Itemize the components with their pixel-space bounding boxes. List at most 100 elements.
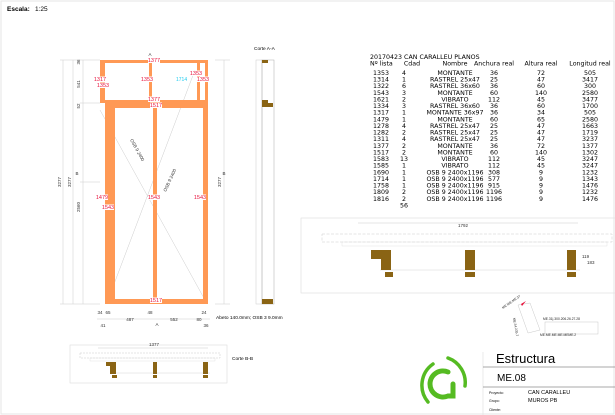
table-cell: 1196 bbox=[486, 189, 502, 196]
title-code: ME.08 bbox=[497, 373, 526, 384]
section-b-b: 1377 Corte B-B bbox=[69, 342, 253, 384]
table-cell: 1714 bbox=[373, 176, 389, 183]
table-cell: OSB 9 2400x1196 bbox=[426, 169, 483, 176]
table-cell: RASTREL 36x60 bbox=[430, 83, 480, 90]
table-cell: MONTANTE bbox=[437, 90, 472, 97]
table-cell: RASTREL 25x47 bbox=[430, 123, 480, 130]
column-header: Nº lista bbox=[370, 61, 393, 68]
label-background bbox=[148, 194, 160, 200]
left-dimension: 52 bbox=[76, 103, 81, 109]
table-cell: 36 bbox=[490, 83, 498, 90]
table-cell: 4 bbox=[402, 123, 406, 130]
title-category: Estructura bbox=[496, 351, 556, 366]
parts-list-title: 20170423 CAN CARALLEU PLANOS bbox=[370, 54, 480, 61]
table-cell: 25 bbox=[490, 136, 498, 143]
table-cell: 112 bbox=[488, 96, 500, 103]
label-background bbox=[197, 76, 209, 82]
bottom-dimension: 552 bbox=[170, 317, 178, 322]
table-cell: 9 bbox=[539, 183, 543, 190]
table-cell: 72 bbox=[537, 70, 545, 77]
table-cell: 47 bbox=[537, 77, 545, 84]
table-cell: 577 bbox=[488, 176, 500, 183]
label-background bbox=[194, 194, 206, 200]
bottom-dimension: 34 bbox=[97, 310, 103, 315]
table-cell: 2 bbox=[402, 196, 406, 203]
table-cell: 60 bbox=[490, 149, 498, 156]
plan-section: 1792 119 183 bbox=[300, 217, 615, 294]
table-cell: 505 bbox=[584, 110, 596, 117]
key-plan-label: ME.34.235.7 bbox=[512, 317, 519, 336]
table-cell: 47 bbox=[537, 123, 545, 130]
table-cell: 1700 bbox=[582, 103, 598, 110]
table-cell: RASTREL 25x47 bbox=[430, 77, 480, 84]
group-value: MUROS PB bbox=[528, 398, 558, 404]
table-cell: VIBRATO bbox=[441, 156, 468, 163]
table-cell: 1816 bbox=[373, 196, 389, 203]
table-cell: 34 bbox=[537, 110, 545, 117]
table-cell: MONTANTE 36x97 bbox=[426, 110, 483, 117]
title-block: Estructura ME.08 Proyecto: CAN CARALLEU … bbox=[482, 351, 615, 415]
piece-label-cyan: 1714 bbox=[176, 77, 187, 83]
table-cell: 1334 bbox=[373, 103, 389, 110]
table-cell: 6 bbox=[402, 83, 406, 90]
table-cell: 47 bbox=[537, 136, 545, 143]
key-plan-label: ME.31|.300.206.26.27.28 bbox=[543, 317, 580, 321]
label-background bbox=[148, 96, 160, 102]
table-cell: 1543 bbox=[373, 90, 389, 97]
table-cell: 140 bbox=[535, 90, 547, 97]
table-cell: 1343 bbox=[582, 176, 598, 183]
table-cell: 36 bbox=[490, 103, 498, 110]
table-cell: 3247 bbox=[582, 156, 598, 163]
bottom-dimension: 48 bbox=[147, 310, 153, 315]
section-a-a-title: Corte A-A bbox=[254, 46, 276, 52]
table-cell: 3 bbox=[402, 90, 406, 97]
table-cell: 9 bbox=[539, 189, 543, 196]
table-cell: 505 bbox=[584, 70, 596, 77]
table-cell: 4 bbox=[402, 70, 406, 77]
table-cell: 915 bbox=[488, 183, 500, 190]
table-cell: 2580 bbox=[582, 116, 598, 123]
table-cell: 3247 bbox=[582, 163, 598, 170]
table-cell: 36 bbox=[490, 143, 498, 150]
table-cell: 1 bbox=[402, 183, 406, 190]
table-cell: 25 bbox=[490, 77, 498, 84]
piece-label: 1353 bbox=[190, 71, 202, 77]
piece-label: 1543 bbox=[194, 195, 206, 201]
left-dimension: 541 bbox=[76, 80, 81, 88]
section-mark: A bbox=[155, 322, 158, 327]
table-cell: OSB 9 2400x1196 bbox=[426, 176, 483, 183]
piece-label: 1543 bbox=[148, 195, 160, 201]
piece-label: 1479 bbox=[96, 195, 108, 201]
plan-dim: 1792 bbox=[458, 223, 469, 228]
field-label: Cliente: bbox=[489, 408, 501, 412]
table-cell: 1232 bbox=[582, 169, 598, 176]
table-cell: 1 bbox=[402, 77, 406, 84]
piece-label: 1517 bbox=[150, 298, 162, 304]
table-cell: 2 bbox=[402, 149, 406, 156]
section-mark: B bbox=[222, 171, 225, 176]
table-cell: 3 bbox=[402, 103, 406, 110]
table-cell: 45 bbox=[537, 96, 545, 103]
table-cell: 1583 bbox=[373, 156, 389, 163]
label-background bbox=[96, 194, 108, 200]
label-background bbox=[148, 57, 160, 63]
table-cell: 1585 bbox=[373, 163, 389, 170]
piece-label: 1353 bbox=[197, 77, 209, 83]
table-cell: OSB 9 2400x1196 bbox=[426, 196, 483, 203]
table-cell: VIBRATO bbox=[441, 163, 468, 170]
table-cell: 1 bbox=[402, 163, 406, 170]
